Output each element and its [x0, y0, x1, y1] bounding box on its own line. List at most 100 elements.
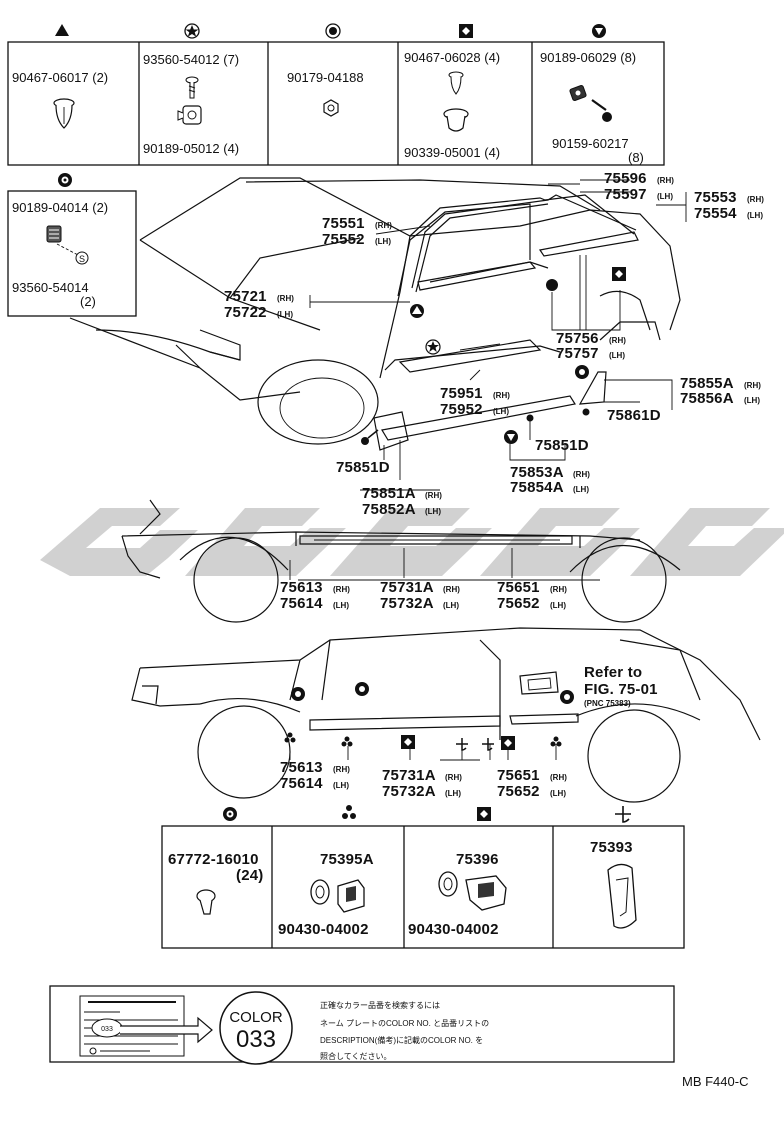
- upper-car-illustration: 75596 (RH) 75597 (LH) 75553 (RH) 75554 (…: [69, 170, 764, 518]
- callout-75851A: 75851A (RH): [362, 485, 442, 502]
- svg-text:75732A: 75732A: [382, 783, 436, 800]
- refer-line-2[interactable]: FIG. 75-01: [584, 681, 658, 698]
- left-fastener-box: 90189-04014 (2) S 93560-54014 (2): [7, 173, 137, 317]
- refer-note[interactable]: Refer to FIG. 75-01 (PNC 75383): [584, 664, 658, 708]
- down-triangle-marker-icon: [504, 430, 518, 444]
- callout-75613-mid: 75613 (RH): [280, 579, 350, 596]
- callout-75614-low: 75614 (LH): [280, 775, 349, 792]
- svg-text:75597: 75597: [604, 186, 647, 203]
- svg-text:(LH): (LH): [333, 601, 349, 610]
- diamond-symbol-icon: [459, 24, 473, 38]
- svg-text:75554: 75554: [694, 205, 737, 222]
- svg-text:(LH): (LH): [573, 485, 589, 494]
- svg-text:(LH): (LH): [443, 601, 459, 610]
- grommet-icon: [438, 871, 458, 897]
- svg-text:75851D: 75851D: [535, 437, 589, 454]
- push-rivet-icon: [196, 889, 216, 915]
- part-number: 90467-06028 (4): [404, 50, 500, 65]
- grommet-icon: [443, 108, 469, 132]
- clip-marker-icon: [456, 738, 494, 751]
- color-note-line-2: ネーム プレートのCOLOR NO. と品番リストの: [320, 1018, 489, 1028]
- callout-75597: 75597 (LH): [604, 186, 673, 203]
- callout-75613-low: 75613 (RH): [280, 759, 350, 776]
- top-fastener-table: 90467-06017 (2) 93560-54012 (7) 90189-05…: [7, 23, 665, 166]
- svg-text:(RH): (RH): [277, 294, 294, 303]
- svg-text:75952: 75952: [440, 401, 483, 418]
- svg-text:(RH): (RH): [443, 585, 460, 594]
- svg-text:(RH): (RH): [333, 765, 350, 774]
- part-number: 90189-06029 (8): [540, 50, 636, 65]
- svg-text:(LH): (LH): [744, 396, 760, 405]
- bolt-icon: [591, 99, 612, 122]
- callout-75553: 75553 (RH): [694, 189, 764, 206]
- svg-text:(LH): (LH): [747, 211, 763, 220]
- color-badge-label: COLOR: [229, 1009, 283, 1026]
- svg-text:(RH): (RH): [573, 470, 590, 479]
- svg-text:75951: 75951: [440, 385, 483, 402]
- s-symbol-letter: S: [79, 254, 85, 264]
- svg-text:75731A: 75731A: [380, 579, 434, 596]
- part-number: 75395A: [320, 851, 374, 868]
- ring-symbol-icon: [58, 173, 72, 187]
- callout-75721: 75721 (RH): [224, 288, 294, 305]
- svg-text:(RH): (RH): [744, 381, 761, 390]
- push-clip-icon: [448, 71, 464, 95]
- diamond-marker-icon: [612, 267, 626, 281]
- ring-marker-icon: [291, 682, 574, 704]
- part-number: 93560-54014: [12, 280, 89, 295]
- svg-text:75613: 75613: [280, 759, 323, 776]
- svg-text:(RH): (RH): [425, 491, 442, 500]
- screw-icon: [185, 76, 199, 99]
- middle-car-illustration: 75613 (RH) 75614 (LH) 75731A (RH) 75732A…: [121, 499, 681, 623]
- moulding-clip-icon: [607, 863, 637, 929]
- bottom-fastener-table: 67772-16010 (24) 75395A 90430-04002 7539…: [161, 805, 685, 949]
- color-note-line-3: DESCRIPTION(備考)に記載のCOLOR NO. を: [320, 1035, 483, 1045]
- refer-line-3: (PNC 75383): [584, 699, 631, 708]
- ring-marker-icon: [575, 365, 589, 379]
- svg-text:75851D: 75851D: [336, 459, 390, 476]
- svg-text:75652: 75652: [497, 783, 540, 800]
- color-note-line-1: 正確なカラー品番を検索するには: [320, 1000, 440, 1010]
- callout-75861D: 75861D: [607, 407, 661, 424]
- color-note-box: 033 COLOR 033 正確なカラー品番を検索するには ネーム プレートのC…: [49, 985, 675, 1065]
- bottom-table-frame: [161, 825, 685, 949]
- dot-marker-icon: [546, 279, 558, 291]
- svg-text:(RH): (RH): [333, 585, 350, 594]
- part-number: 67772-16010: [168, 851, 259, 868]
- svg-text:75551: 75551: [322, 215, 365, 232]
- svg-text:(LH): (LH): [609, 351, 625, 360]
- svg-text:(LH): (LH): [375, 237, 391, 246]
- arrow-right-icon: [120, 1016, 213, 1044]
- callout-75596: 75596 (RH): [604, 170, 674, 187]
- callout-75652-low: 75652 (LH): [497, 783, 566, 800]
- part-number: 90159-60217: [552, 136, 629, 151]
- watermark-logo: [40, 508, 784, 576]
- svg-text:75856A: 75856A: [680, 390, 734, 407]
- svg-text:(RH): (RH): [747, 195, 764, 204]
- svg-text:(RH): (RH): [609, 336, 626, 345]
- svg-text:(LH): (LH): [550, 789, 566, 798]
- svg-text:75613: 75613: [280, 579, 323, 596]
- svg-text:75731A: 75731A: [382, 767, 436, 784]
- color-note-line-4: 照合してください。: [320, 1051, 392, 1061]
- callout-75855A: 75855A (RH): [680, 375, 761, 392]
- ring-symbol-icon: [223, 807, 237, 821]
- callout-75614-mid: 75614 (LH): [280, 595, 349, 612]
- callout-75951: 75951 (RH): [440, 385, 510, 402]
- svg-text:(LH): (LH): [425, 507, 441, 516]
- svg-text:75851A: 75851A: [362, 485, 416, 502]
- callout-75554: 75554 (LH): [694, 205, 763, 222]
- figure-code: MB F440-C: [682, 1074, 748, 1089]
- svg-text:75855A: 75855A: [680, 375, 734, 392]
- svg-text:(LH): (LH): [277, 310, 293, 319]
- part-number: 90179-04188: [287, 70, 364, 85]
- lower-car-illustration: Refer to FIG. 75-01 (PNC 75383) 75613 (R…: [131, 627, 761, 803]
- svg-text:(LH): (LH): [493, 407, 509, 416]
- callout-75853A: 75853A (RH): [510, 464, 590, 481]
- svg-text:75614: 75614: [280, 595, 323, 612]
- diamond-marker-icon: [401, 735, 515, 750]
- three-dots-symbol-icon: [342, 805, 356, 819]
- triangle-marker-icon: [410, 304, 424, 318]
- callout-75854A: 75854A (LH): [510, 479, 589, 496]
- part-quantity: (8): [628, 150, 644, 165]
